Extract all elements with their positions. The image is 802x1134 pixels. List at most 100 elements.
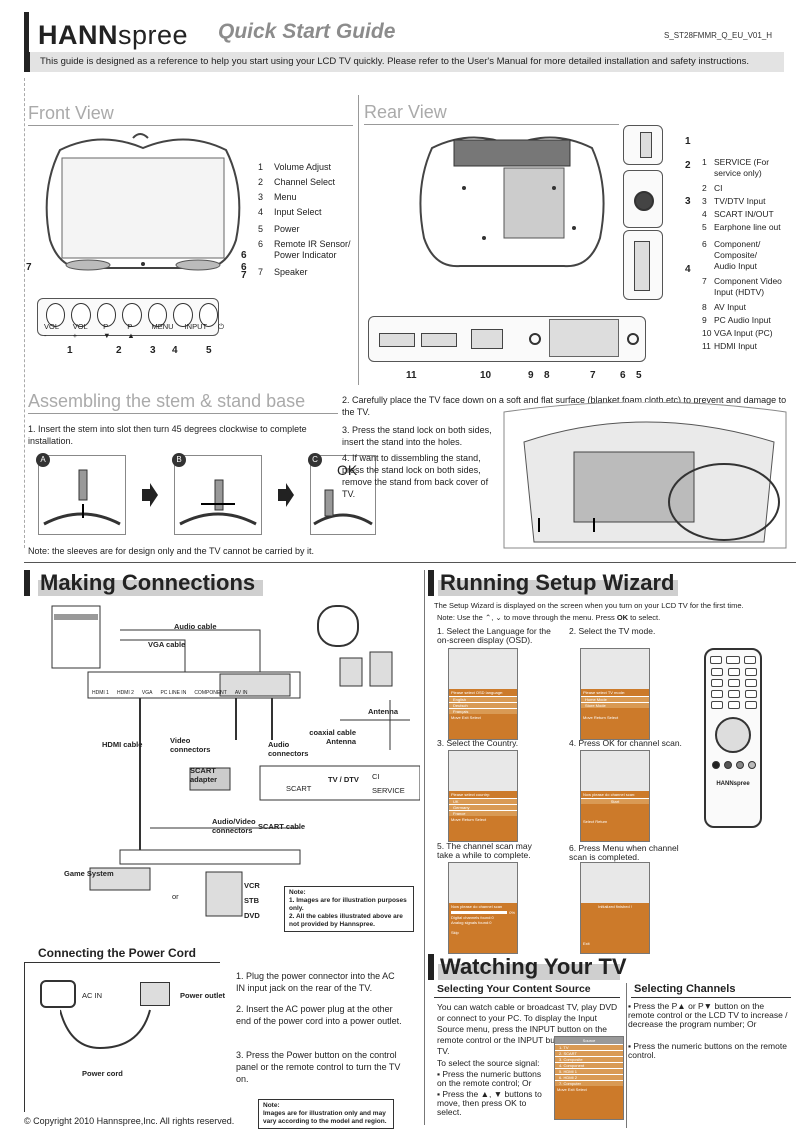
- power-plug-icon: [140, 982, 170, 1006]
- remote-num-key[interactable]: [728, 679, 740, 687]
- ok-label: OK: [337, 462, 358, 478]
- rear-bottom-callout-9: 9: [528, 370, 534, 381]
- service-label: SERVICE: [372, 786, 405, 795]
- rear-bottom-callout-10: 10: [480, 370, 492, 381]
- remote-color-key[interactable]: [712, 761, 720, 769]
- front-rear-divider: [358, 95, 359, 385]
- source-menu-item[interactable]: 6. HDMI 2: [555, 1074, 623, 1080]
- input-button[interactable]: [173, 303, 193, 327]
- front-callout-6a: 6: [241, 250, 247, 261]
- power-button[interactable]: [198, 303, 218, 327]
- power-cord-label: Power cord: [82, 1069, 123, 1078]
- front-view-underline: [28, 125, 353, 126]
- audio-connectors-label: Audio connectors: [268, 740, 309, 758]
- ac-in-label: AC IN: [82, 991, 103, 1000]
- source-menu: Source 1. TV 2. SCART 3. Composite 4. Co…: [554, 1036, 624, 1120]
- video-connectors-label: Video connectors: [170, 736, 211, 754]
- rear-side-callout-2: 2: [685, 160, 691, 171]
- watching-title-accent: [428, 954, 434, 980]
- rear-side-callout-4: 4: [685, 264, 691, 275]
- remote-num-key[interactable]: [745, 679, 757, 687]
- source-underline: [434, 997, 620, 998]
- watching-title-bg: [438, 964, 620, 980]
- rear-bottom-callout-11: 11: [406, 370, 417, 381]
- left-right-divider: [424, 570, 425, 1125]
- scan-progress-bar: [451, 911, 508, 914]
- vol-down-button[interactable]: [46, 303, 66, 327]
- osd-screen-scan: Now please do channel scan: Start Select…: [580, 750, 650, 842]
- source-menu-item[interactable]: 4. Component: [555, 1062, 623, 1068]
- rear-view-title: Rear View: [364, 102, 447, 122]
- ch-down-button[interactable]: [96, 303, 117, 327]
- source-menu-item[interactable]: 2. SCART: [555, 1050, 623, 1056]
- rear-side-callout-1: 1: [685, 136, 691, 147]
- assembly-step-a: A: [36, 453, 126, 535]
- ci-label: CI: [372, 772, 380, 781]
- scart-area: [623, 230, 663, 300]
- front-callout-1: 1: [67, 345, 73, 356]
- remote-numpad: [706, 666, 760, 711]
- source-menu-item[interactable]: 3. Composite: [555, 1056, 623, 1062]
- front-callout-2: 2: [116, 345, 122, 356]
- remote-color-key[interactable]: [736, 761, 744, 769]
- remote-num-key[interactable]: [711, 701, 723, 709]
- remote-num-key[interactable]: [711, 679, 723, 687]
- rear-bottom-callout-8: 8: [544, 370, 550, 381]
- remote-brand: HANNspree: [716, 781, 750, 787]
- connections-note: Note: 1. Images are for illustration pur…: [284, 886, 414, 932]
- hdmi1-port: [379, 333, 415, 347]
- ch-up-button[interactable]: [122, 303, 142, 327]
- source-menu-item[interactable]: 1. TV: [555, 1044, 623, 1050]
- remote-num-key[interactable]: [728, 668, 740, 676]
- audio-video-label: Audio/Video connectors: [212, 817, 256, 835]
- vga-cable-label: VGA cable: [148, 640, 186, 649]
- assembly-title: Assembling the stem & stand base: [28, 391, 306, 411]
- remote-source-button[interactable]: [744, 656, 756, 664]
- remote-num-key[interactable]: [745, 668, 757, 676]
- remote-num-key[interactable]: [728, 690, 740, 698]
- vcr-label: VCR: [244, 881, 260, 890]
- power-step-3: 3. Press the Power button on the control…: [236, 1050, 401, 1084]
- arrow-icon: [142, 455, 158, 535]
- power-step-1: 1. Plug the power connector into the AC …: [236, 971, 395, 993]
- remote-top-row: [706, 650, 760, 666]
- source-menu-item[interactable]: 7. Computer: [555, 1080, 623, 1086]
- remote-mute-button[interactable]: [726, 656, 740, 664]
- left-dashed-border: [24, 78, 25, 548]
- channels-bullet-1: ▪ Press the P▲ or P▼ button on the remot…: [628, 1001, 788, 1029]
- remote-color-key[interactable]: [748, 761, 756, 769]
- connections-title-accent: [24, 570, 30, 596]
- ci-slot-area: [623, 170, 663, 228]
- vol-up-button[interactable]: [71, 303, 91, 327]
- wizard-title-bg: [438, 580, 678, 596]
- remote-dpad[interactable]: [715, 717, 751, 753]
- remote-color-key[interactable]: [724, 761, 732, 769]
- remote-num-key[interactable]: [745, 690, 757, 698]
- watching-title: Watching Your TV: [440, 954, 627, 979]
- wizard-step-6: 6. Press Menu when channel scan is compl…: [569, 843, 679, 862]
- scart-cable-label: SCART cable: [258, 822, 306, 831]
- remote-num-key[interactable]: [728, 701, 740, 709]
- osd-screen-tvmode: Please select TV mode: Home Mode Store M…: [580, 648, 650, 740]
- rear-bottom-callout-6: 6: [620, 370, 626, 381]
- menu-button[interactable]: [147, 303, 168, 327]
- remote-num-key[interactable]: [745, 701, 757, 709]
- wizard-intro: The Setup Wizard is displayed on the scr…: [434, 601, 744, 610]
- rear-view-illustration: [414, 128, 610, 278]
- assembly-steps-row: A B C OK: [36, 453, 376, 540]
- wizard-title: Running Setup Wizard: [440, 570, 675, 595]
- source-menu-item[interactable]: 5. HDMI 1: [555, 1068, 623, 1074]
- remote-num-key[interactable]: [711, 690, 723, 698]
- wizard-step-4: 4. Press OK for channel scan.: [569, 738, 682, 748]
- remote-num-key[interactable]: [711, 668, 723, 676]
- wizard-title-accent: [428, 570, 434, 596]
- rear-bottom-callout-7: 7: [590, 370, 596, 381]
- remote-power-button[interactable]: [710, 656, 722, 664]
- step-badge-c: C: [308, 453, 322, 467]
